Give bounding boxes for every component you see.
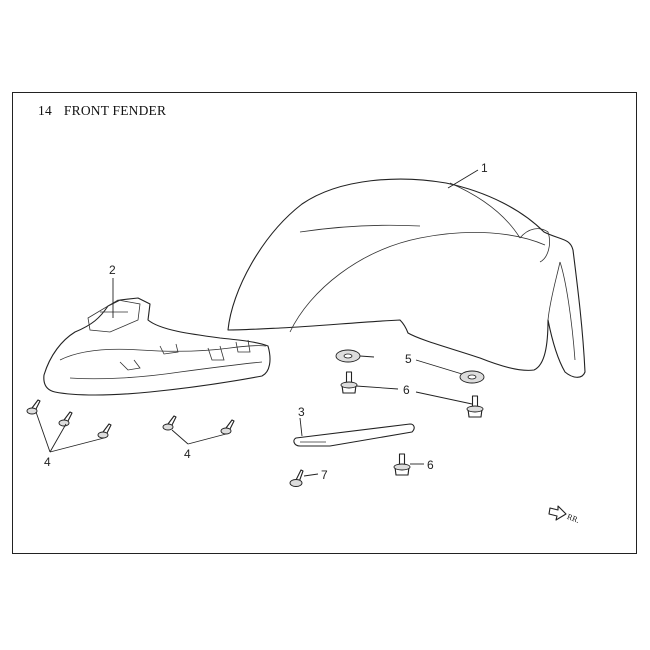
section-title: FRONT FENDER	[63, 103, 167, 118]
diagram-frame	[12, 92, 637, 554]
washer-group-5	[335, 349, 485, 384]
screw-4-e	[220, 419, 235, 435]
screw-4-d	[162, 415, 177, 431]
fender-garnish-part	[43, 297, 271, 396]
callout-5: 5	[405, 352, 412, 366]
direction-arrow-icon	[548, 505, 567, 521]
callout-6-upper: 6	[403, 383, 410, 397]
diagram-title: 14 FRONT FENDER	[38, 103, 166, 119]
bolt-6-b	[466, 395, 484, 418]
screw-4-b	[58, 411, 73, 427]
callout-labels: 1 2 3 4 4 5 6 6 7	[44, 161, 488, 482]
callout-3: 3	[298, 405, 305, 419]
callout-4-right: 4	[184, 447, 191, 461]
screw-4-c	[97, 423, 112, 439]
callout-1: 1	[481, 161, 488, 175]
front-fender-part	[227, 178, 586, 378]
screw-group-4	[26, 399, 235, 439]
bolt-6-a	[340, 371, 358, 394]
leader-lines	[35, 169, 479, 477]
screw-4-a	[26, 399, 41, 415]
callout-6-lower: 6	[427, 458, 434, 472]
callout-4-left: 4	[44, 455, 51, 469]
bolt-6-c	[393, 453, 411, 476]
callout-2: 2	[109, 263, 116, 277]
bolt-group-6	[340, 371, 484, 476]
callout-7: 7	[321, 468, 328, 482]
fender-bracket-part	[293, 423, 415, 447]
screw-7	[289, 469, 304, 487]
section-number: 14	[38, 103, 52, 118]
